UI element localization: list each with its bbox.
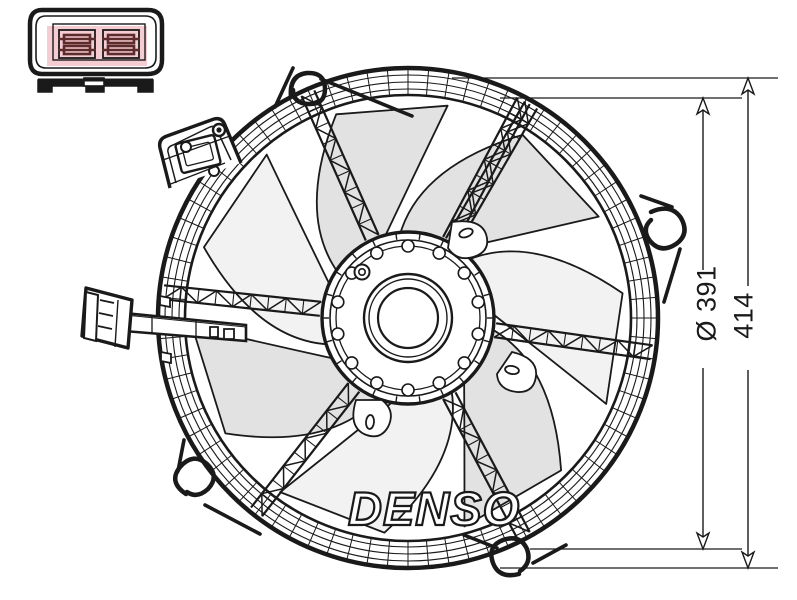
- svg-text:DENSO: DENSO: [348, 482, 520, 535]
- connector-pins: [58, 33, 140, 56]
- dimension-label-overall: 414: [728, 292, 759, 339]
- shroud-clips: [159, 294, 172, 365]
- tab-hook-top-left: [288, 70, 328, 107]
- hub-mount-pads: [352, 220, 537, 438]
- connector-detail: [27, 7, 165, 93]
- shroud-spokes: [162, 89, 653, 540]
- fan-blades: [191, 104, 624, 534]
- tab-hook-bottom: [489, 536, 531, 578]
- denso-logo: DENSO: [347, 481, 520, 536]
- wire-harness-lead: [80, 286, 248, 350]
- dimension-lines: [452, 76, 778, 570]
- control-module-bracket: [157, 116, 243, 189]
- mounting-tabs: [172, 66, 687, 578]
- harness-plug: [80, 286, 134, 350]
- tab-hook-bottom-left: [172, 456, 216, 498]
- dimension-label-diameter: Ø 391: [691, 265, 722, 342]
- tab-hook-right: [643, 206, 687, 251]
- motor-hub: [320, 230, 496, 406]
